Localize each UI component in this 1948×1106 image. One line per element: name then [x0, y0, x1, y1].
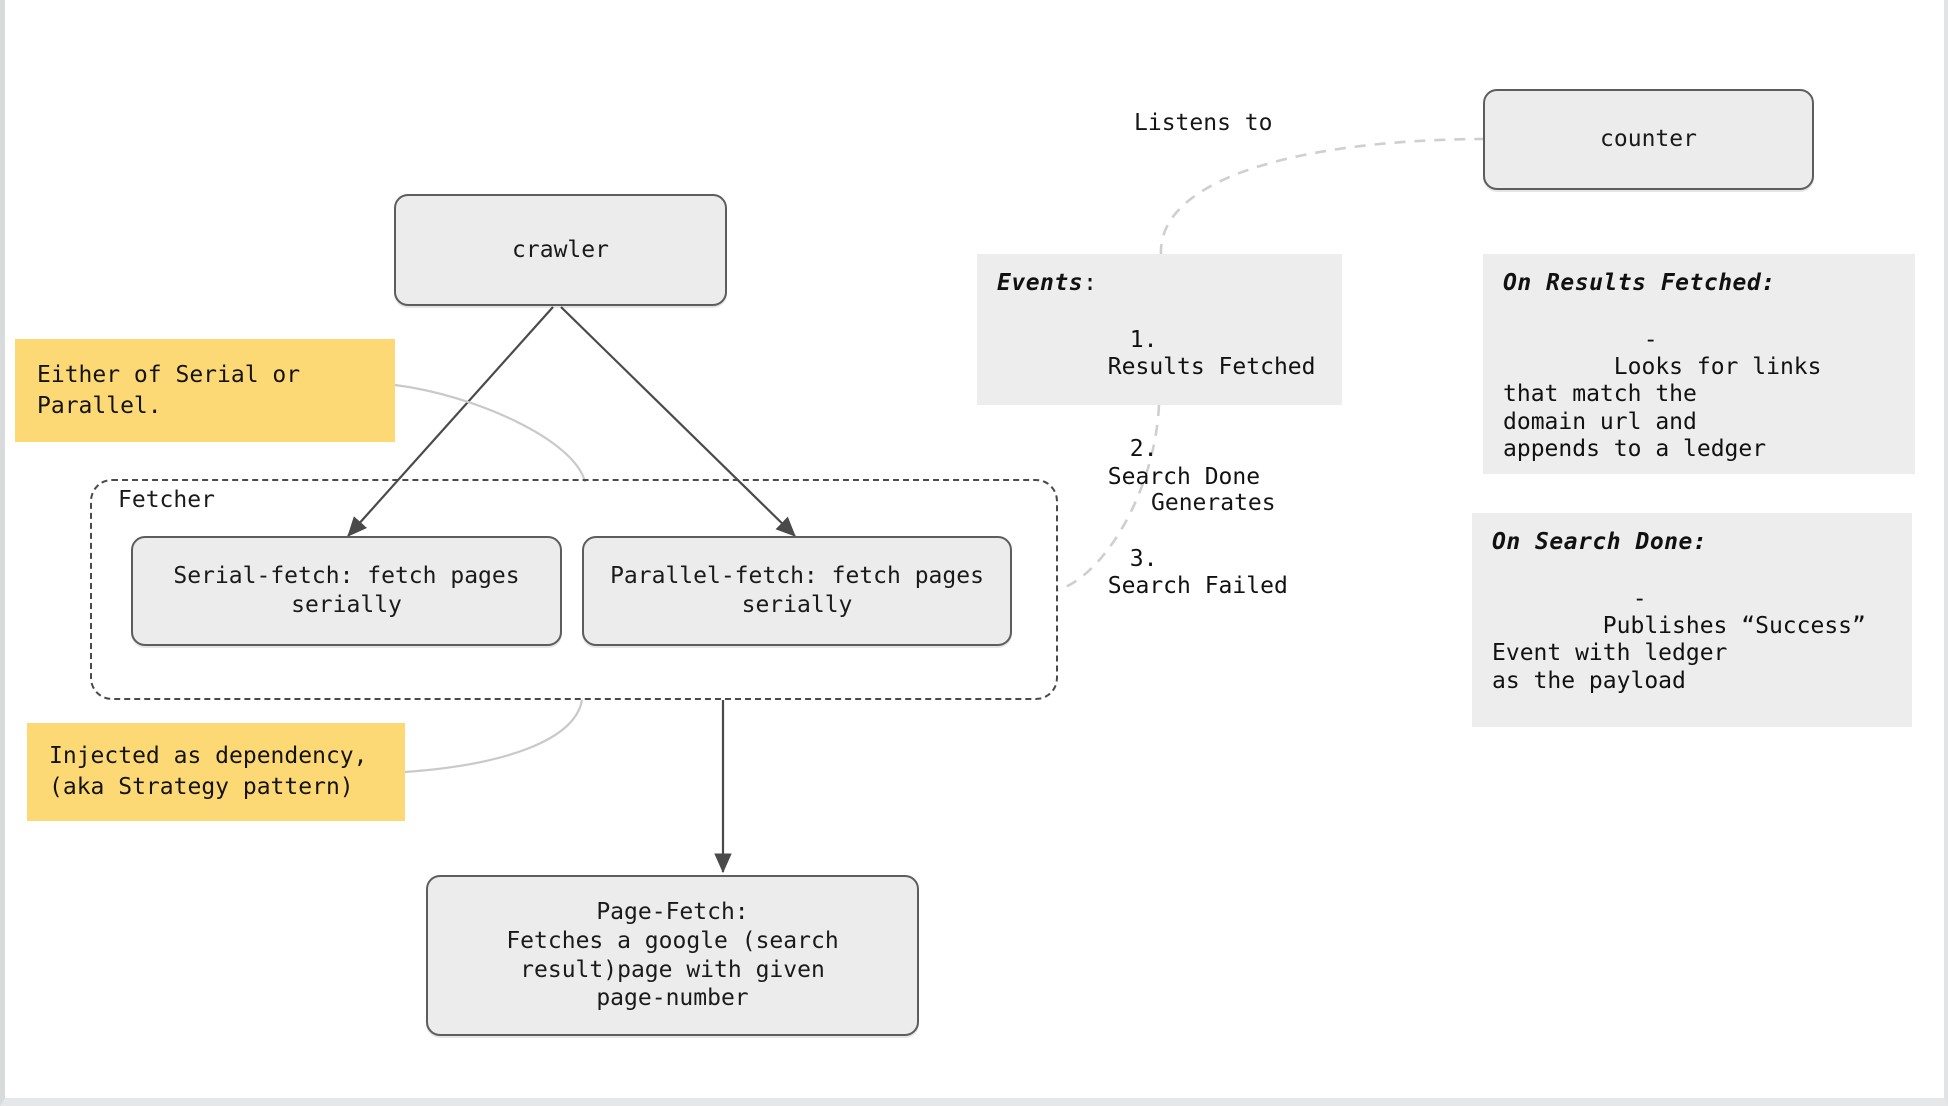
list-item: 1. Results Fetched	[997, 299, 1324, 408]
node-parallel-fetch-label: Parallel-fetch: fetch pages serially	[610, 563, 984, 618]
edge-events-to-counter	[1159, 137, 1484, 256]
event-number: 3.	[1129, 545, 1158, 572]
event-number: 2.	[1129, 436, 1158, 463]
note-strategy-choice: Either of Serial or Parallel.	[15, 339, 395, 442]
bullet-text: Looks for links that match the domain ur…	[1503, 354, 1822, 463]
panel-events-heading: Events:	[997, 270, 1098, 296]
panel-on-results-fetched-heading: On Results Fetched:	[1503, 270, 1776, 296]
edge-label-generates: Generates	[1151, 490, 1276, 516]
bullet-marker: -	[1643, 326, 1658, 353]
panel-on-search-done: On Search Done: - Publishes “Success” Ev…	[1472, 513, 1912, 727]
list-item: 3. Search Failed	[997, 518, 1324, 627]
panel-events-heading-colon: :	[1083, 270, 1098, 296]
node-counter[interactable]: counter	[1483, 89, 1814, 190]
node-parallel-fetch[interactable]: Parallel-fetch: fetch pages serially	[582, 536, 1012, 646]
node-crawler-label: crawler	[512, 236, 609, 263]
bullet-marker: -	[1632, 585, 1647, 612]
panel-events-list: 1. Results Fetched 2. Search Done 3. Sea…	[997, 299, 1324, 627]
list-item: - Looks for links that match the domain …	[1503, 299, 1897, 491]
node-counter-label: counter	[1600, 126, 1697, 153]
edge-label-listens-to: Listens to	[1134, 110, 1273, 136]
panel-events: Events: 1. Results Fetched 2. Search Don…	[977, 254, 1342, 599]
note-strategy-choice-text: Either of Serial or Parallel.	[37, 361, 301, 419]
event-label: Results Fetched	[1107, 354, 1316, 381]
note-dependency-injection: Injected as dependency, (aka Strategy pa…	[27, 723, 405, 821]
note-dependency-injection-text: Injected as dependency, (aka Strategy pa…	[49, 743, 368, 800]
node-crawler[interactable]: crawler	[394, 194, 727, 306]
panel-on-search-done-heading: On Search Done:	[1492, 529, 1708, 555]
list-item: 2. Search Done	[997, 409, 1324, 518]
panel-on-search-done-list: - Publishes “Success” Event with ledger …	[1492, 558, 1894, 722]
node-serial-fetch-label: Serial-fetch: fetch pages serially	[173, 563, 520, 618]
group-fetcher	[90, 479, 1058, 700]
event-number: 1.	[1129, 326, 1158, 353]
panel-on-results-fetched: On Results Fetched: - Looks for links th…	[1483, 254, 1915, 474]
group-fetcher-label: Fetcher	[118, 487, 215, 513]
bullet-text: Publishes “Success” Event with ledger as…	[1492, 613, 1866, 694]
node-page-fetch-label: Page-Fetch: Fetches a google (search res…	[506, 899, 839, 1012]
list-item: - Publishes “Success” Event with ledger …	[1492, 558, 1894, 722]
event-label: Search Failed	[1107, 572, 1288, 599]
node-page-fetch[interactable]: Page-Fetch: Fetches a google (search res…	[426, 875, 919, 1036]
edge-note-strategy-to-fetcher	[394, 383, 587, 483]
node-serial-fetch[interactable]: Serial-fetch: fetch pages serially	[131, 536, 562, 646]
edge-note-dependency-to-fetcher	[404, 699, 584, 774]
panel-on-results-fetched-list: - Looks for links that match the domain …	[1503, 299, 1897, 491]
event-label: Search Done	[1107, 463, 1261, 490]
